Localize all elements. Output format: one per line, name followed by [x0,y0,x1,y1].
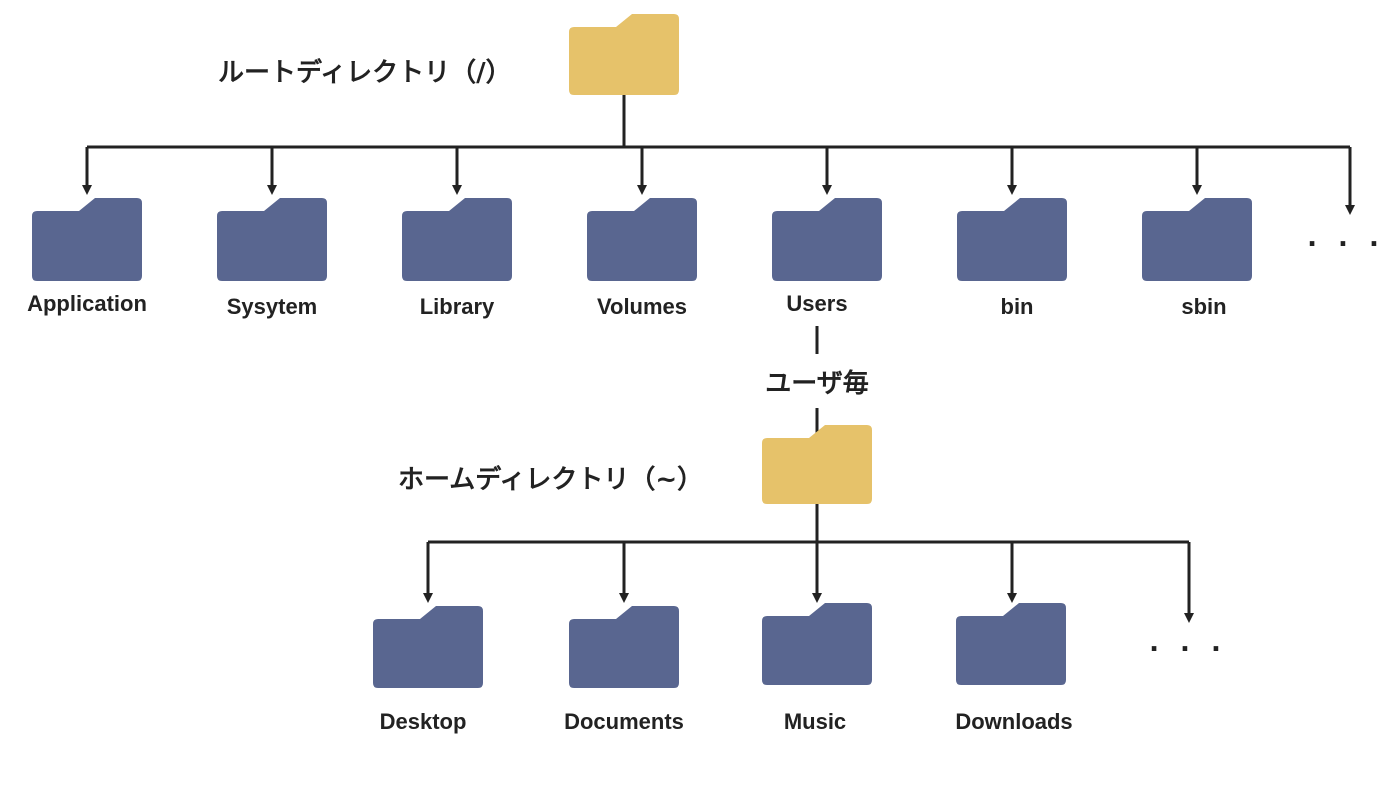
folder-label: Desktop [380,709,467,734]
folder-icon[interactable] [957,198,1067,281]
home-connectors [423,504,1194,623]
folder-icon[interactable] [1142,198,1252,281]
folder-volumes[interactable]: Volumes [587,198,697,319]
folder-documents[interactable]: Documents [564,606,684,734]
folder-icon[interactable] [373,606,483,688]
folder-label: Sysytem [227,294,318,319]
folder-label: Library [420,294,495,319]
folder-label: Downloads [955,709,1072,734]
folder-users[interactable]: Users [772,198,882,316]
folder-system[interactable]: Sysytem [217,198,327,319]
folder-label: Users [786,291,847,316]
home-directory-label: ホームディレクトリ（~） [398,464,703,495]
connector-label: ユーザ毎 [765,369,868,399]
users-home-connector: ユーザ毎 [765,326,869,436]
folder-label: Application [27,291,147,316]
folder-desktop[interactable]: Desktop [373,606,483,734]
folder-downloads[interactable]: Downloads [955,603,1073,734]
folder-label: Music [784,709,846,734]
folder-label: sbin [1181,294,1226,319]
folder-icon[interactable] [402,198,512,281]
folder-bin[interactable]: bin [957,198,1067,319]
home-directory-node[interactable]: ホームディレクトリ（~） [398,425,872,504]
folder-icon[interactable] [587,198,697,281]
folder-label: Volumes [597,294,687,319]
folder-icon[interactable] [772,198,882,281]
root-directory-node[interactable]: ルートディレクトリ（/） [218,14,679,95]
folder-icon[interactable] [569,606,679,688]
folder-icon[interactable] [32,198,142,281]
folder-library[interactable]: Library [402,198,512,319]
folder-icon[interactable] [217,198,327,281]
folder-label: bin [1001,294,1034,319]
folder-application[interactable]: Application [27,198,147,316]
root-more-indicator: . . . [1307,223,1385,253]
root-connectors [82,95,1355,215]
folder-sbin[interactable]: sbin [1142,198,1252,319]
folder-icon[interactable] [762,603,872,685]
home-more-indicator: . . . [1149,628,1227,658]
root-folder-icon[interactable] [569,14,679,95]
root-directory-label: ルートディレクトリ（/） [218,57,512,88]
folder-icon[interactable] [956,603,1066,685]
home-folder-icon[interactable] [762,425,872,504]
folder-music[interactable]: Music [762,603,872,734]
folder-label: Documents [564,709,684,734]
